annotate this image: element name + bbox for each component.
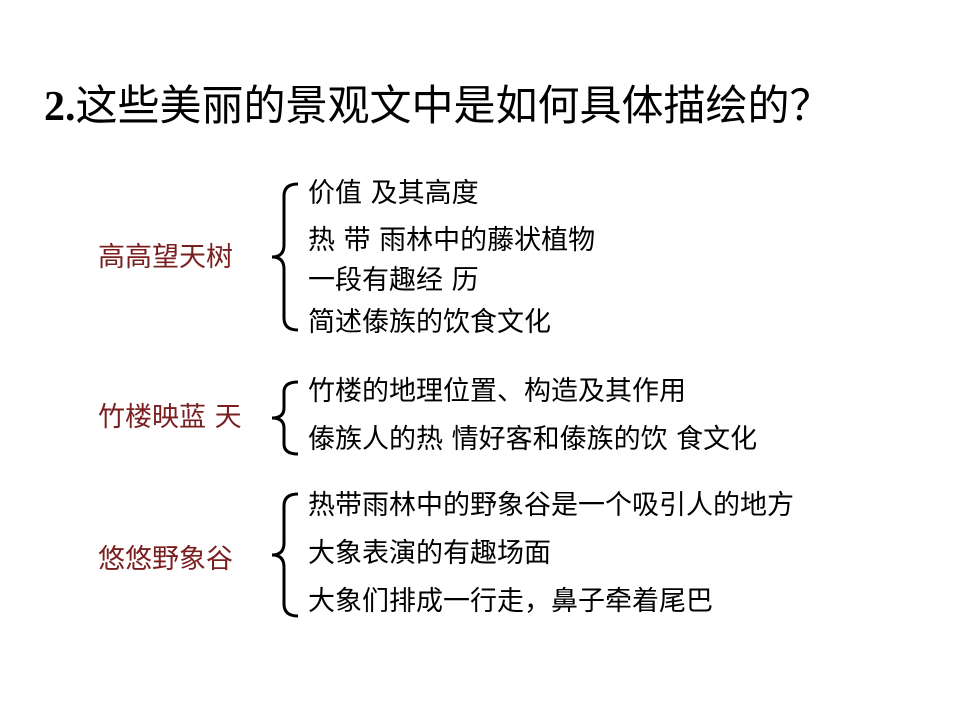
curly-brace-icon	[268, 492, 304, 618]
group-2-item-1: 竹楼的地理位置、构造及其作用	[308, 376, 686, 407]
group-3-item-1: 热带雨林中的野象谷是一个吸引人的地方	[308, 490, 794, 521]
group-2-item-2: 傣族人的热 情好客和傣族的饮 食文化	[308, 424, 758, 455]
group-label-3: 悠悠野象谷	[98, 544, 233, 575]
group-1-item-2: 热 带 雨林中的藤状植物	[308, 225, 596, 256]
group-label-1: 高高望天树	[98, 242, 233, 273]
slide-title: 2.这些美丽的景观文中是如何具体描绘的？	[44, 78, 944, 135]
group-3-item-3: 大象们排成一行走，鼻子牵着尾巴	[308, 586, 713, 617]
curly-brace-icon	[268, 182, 304, 332]
title-number: 2.	[44, 84, 76, 130]
group-1-item-1: 价值 及其高度	[308, 178, 479, 209]
title-question: 这些美丽的景观文中是如何具体描绘的？	[75, 81, 832, 130]
group-1-item-3: 一段有趣经 历	[308, 265, 479, 296]
group-1-item-4: 简述傣族的饮食文化	[308, 307, 551, 338]
curly-brace-icon	[268, 380, 304, 456]
group-label-2: 竹楼映蓝 天	[98, 402, 242, 433]
group-3-item-2: 大象表演的有趣场面	[308, 538, 551, 569]
